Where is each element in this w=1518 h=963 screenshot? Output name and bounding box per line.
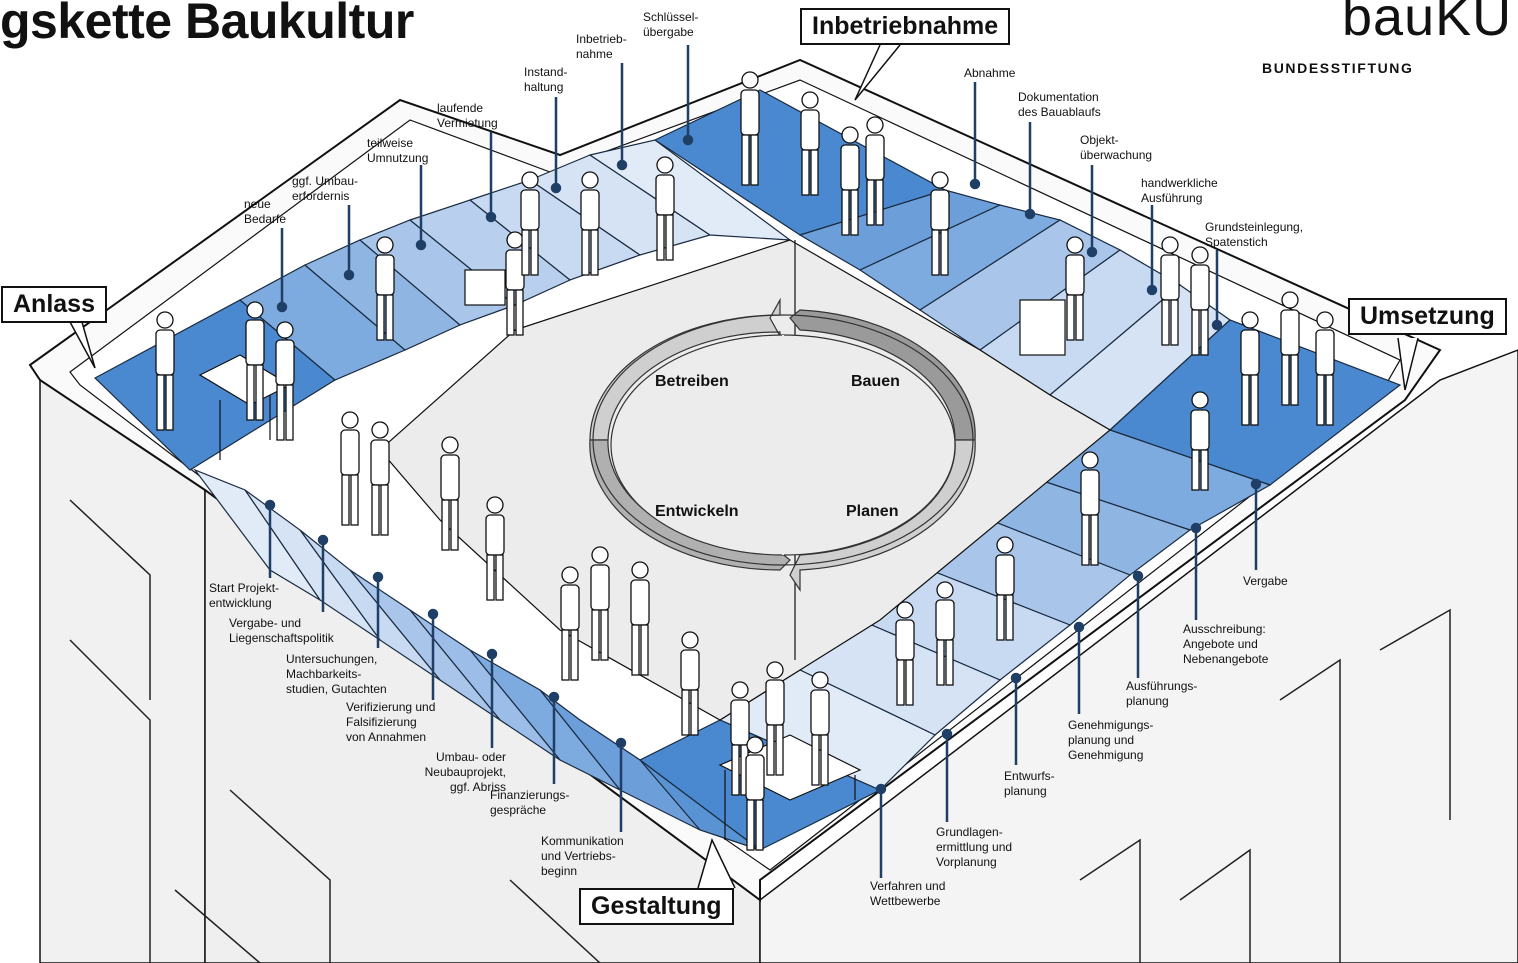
page-title: gskette Baukultur: [0, 0, 414, 49]
phase-anlass: Anlass: [1, 286, 107, 323]
brand-subtitle: BUNDESSTIFTUNG: [1262, 60, 1414, 76]
callout-lines: [264, 45, 1262, 878]
label-handwerkliche-ausfuehrung: handwerkliche Ausführung: [1141, 176, 1218, 205]
label-start-projekt: Start Projekt- entwicklung: [209, 581, 280, 610]
label-untersuchungen: Untersuchungen, Machbarkeits- studien, G…: [286, 652, 387, 696]
brand-logo: bauKU: [1342, 0, 1513, 47]
phase-inbetriebnahme: Inbetriebnahme: [800, 8, 1011, 45]
phase-pointers: [69, 44, 1419, 889]
label-vergabe-liegenschaft: Vergabe- und Liegenschaftspolitik: [229, 616, 334, 645]
label-instandhaltung: Instand- haltung: [524, 65, 568, 94]
cycle-betreiben: Betreiben: [655, 373, 729, 390]
cycle-planen: Planen: [846, 503, 899, 520]
label-verifizierung: Verifizierung und Falsifizierung von Ann…: [346, 700, 436, 744]
label-grundlagenermittlung: Grundlagen- ermittlung und Vorplanung: [936, 825, 1013, 869]
label-umbau-erfordernis: ggf. Umbau- erfordernis: [292, 174, 359, 203]
label-vergabe: Vergabe: [1243, 574, 1288, 588]
label-inbetriebnahme-step: Inbetrieb- nahme: [576, 32, 627, 61]
label-verfahren: Verfahren und Wettbewerbe: [870, 879, 946, 908]
people: [155, 71, 1335, 851]
cycle-bauen: Bauen: [851, 373, 900, 390]
label-abnahme: Abnahme: [964, 66, 1016, 80]
cycle-entwickeln: Entwickeln: [655, 503, 739, 520]
cycle-ring: [589, 297, 976, 592]
label-finanzierung: Finanzierungs- gespräche: [490, 788, 570, 817]
label-grundsteinlegung: Grundsteinlegung, Spatenstich: [1205, 220, 1304, 249]
phase-gestaltung: Gestaltung: [579, 888, 734, 925]
props: [198, 269, 1066, 840]
label-ausschreibung: Ausschreibung: Angebote und Nebenangebot…: [1183, 622, 1269, 666]
label-neue-bedarfe: neue Bedarfe: [244, 197, 287, 226]
label-genehmigungsplanung: Genehmigungs- planung und Genehmigung: [1068, 718, 1154, 762]
facade-lines: [69, 499, 1451, 963]
label-dokumentation: Dokumentation des Bauablaufs: [1018, 90, 1101, 119]
label-schluesseluebergabe: Schlüssel- übergabe: [643, 10, 699, 39]
label-entwurfsplanung: Entwurfs- planung: [1004, 769, 1055, 798]
phase-umsetzung: Umsetzung: [1348, 298, 1507, 335]
label-umbau-neubau: Umbau- oder Neubauprojekt, ggf. Abriss: [424, 750, 506, 794]
label-ausfuehrungsplanung: Ausführungs- planung: [1126, 679, 1198, 708]
label-laufende-vermietung: laufende Vermietung: [437, 101, 498, 130]
label-kommunikation: Kommunikation und Vertriebs- beginn: [541, 834, 624, 878]
label-teilweise-umnutzung: teilweise Umnutzung: [367, 136, 429, 165]
label-objektueberwachung: Objekt- überwachung: [1080, 133, 1153, 162]
